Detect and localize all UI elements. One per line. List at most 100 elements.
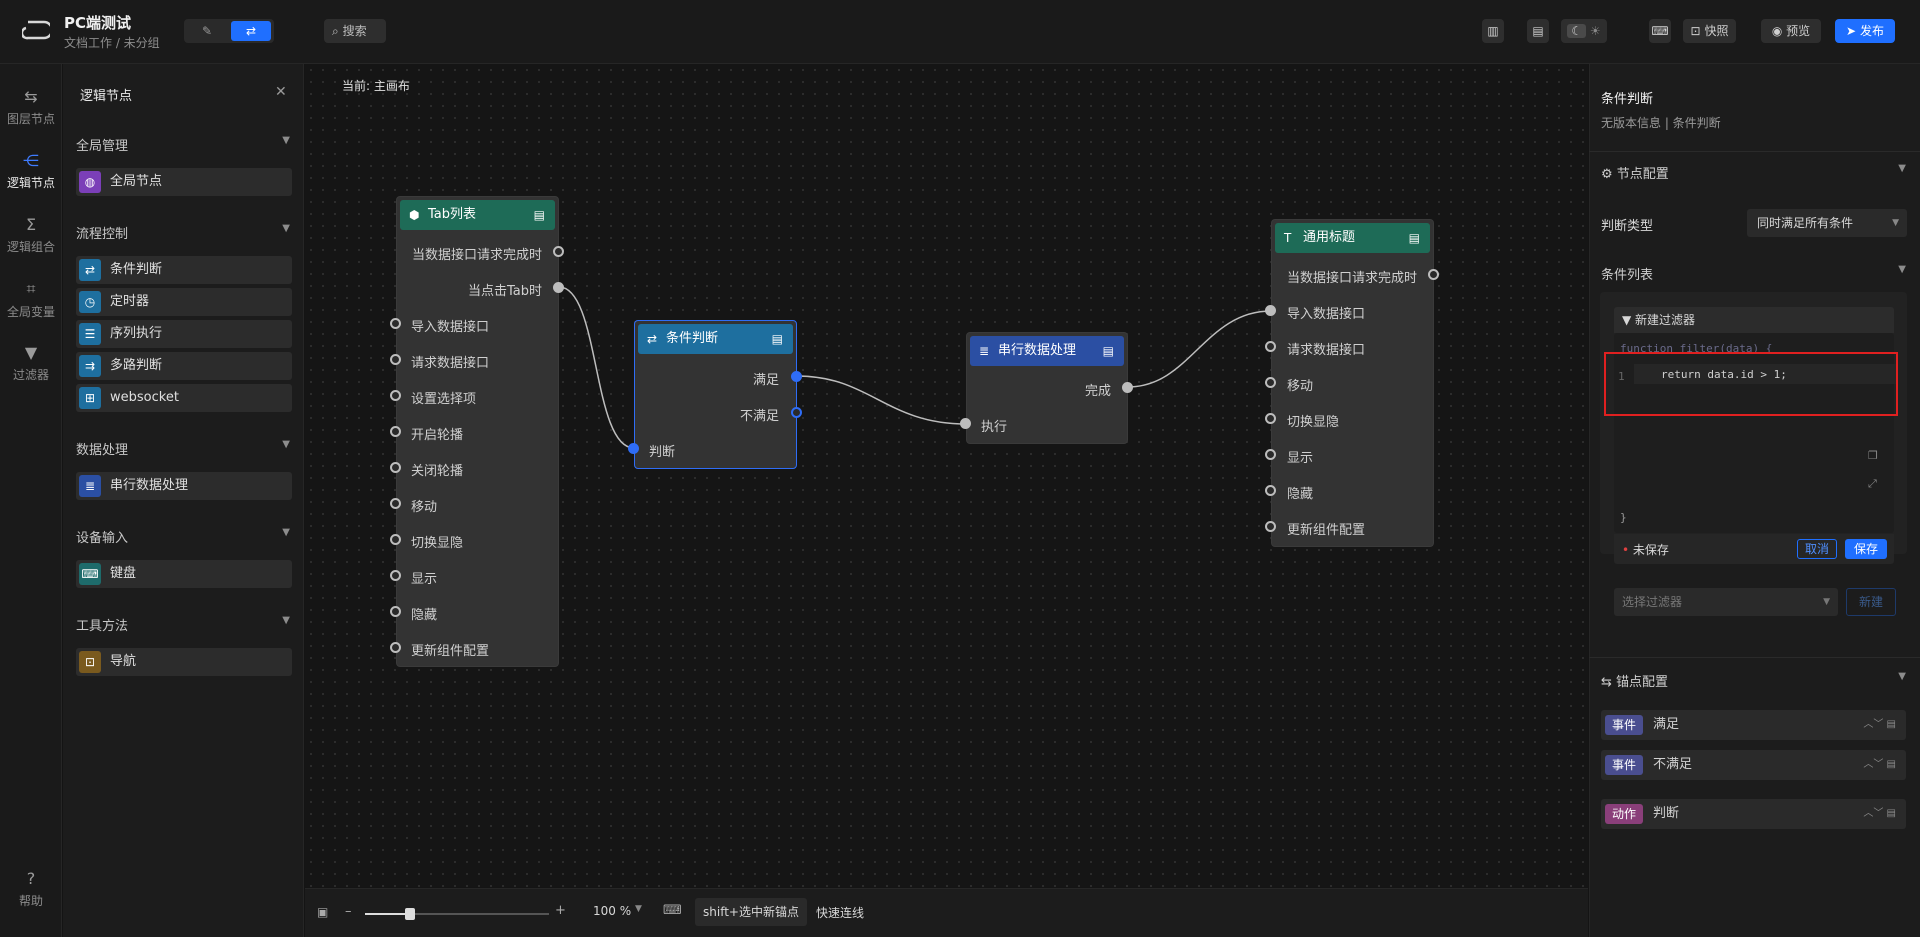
copy-icon[interactable]: ❐ xyxy=(1868,449,1878,462)
anchor-row[interactable]: 事件 不满足 ︿﹀ ▤ xyxy=(1601,750,1906,780)
save-button[interactable]: 保存 xyxy=(1845,539,1887,559)
input-port[interactable] xyxy=(1265,413,1276,424)
input-port[interactable] xyxy=(390,390,401,401)
node-title: 串行数据处理 xyxy=(998,343,1077,358)
document-icon[interactable]: ▤ xyxy=(533,208,545,222)
input-port[interactable] xyxy=(1265,521,1276,532)
palette-item-label: 键盘 xyxy=(110,566,137,581)
edit-mode-icon[interactable]: ✎ xyxy=(201,24,213,38)
section-condition-list[interactable]: 条件列表▼ xyxy=(1601,264,1906,283)
reorder-icon[interactable]: ︿﹀ ▤ xyxy=(1863,808,1896,819)
palette-item-label: 多路判断 xyxy=(110,358,163,373)
input-port[interactable] xyxy=(390,570,401,581)
palette-item-sequence[interactable]: ☰序列执行 xyxy=(76,320,292,348)
preview-button[interactable]: ◉ 预览 xyxy=(1761,19,1821,43)
cancel-button[interactable]: 取消 xyxy=(1797,539,1837,559)
port-label: 完成 xyxy=(1084,384,1111,399)
section-anchor-config[interactable]: ⇆ 锚点配置▼ xyxy=(1601,671,1906,690)
zoom-in-button[interactable]: + xyxy=(555,903,566,918)
rail-item-logic-nodes[interactable]: ⋲逻辑节点 xyxy=(0,151,62,191)
fullscreen-icon[interactable]: ⤢ xyxy=(1868,477,1877,490)
input-port[interactable] xyxy=(628,443,639,454)
palette-item-global-node[interactable]: ◍全局节点 xyxy=(76,168,292,196)
rail-item-filters[interactable]: ▼过滤器 xyxy=(0,343,62,383)
node-header[interactable]: ⇄ 条件判断 ▤ xyxy=(638,324,793,354)
node-title: 通用标题 xyxy=(1303,230,1356,245)
new-filter-button[interactable]: 新建 xyxy=(1846,588,1896,616)
output-port[interactable] xyxy=(553,282,564,293)
zoom-level[interactable]: 100 % xyxy=(593,904,632,918)
input-port[interactable] xyxy=(960,418,971,429)
anchor-row[interactable]: 动作 判断 ︿﹀ ▤ xyxy=(1601,799,1906,829)
minimap-icon[interactable]: ▣ xyxy=(317,905,329,919)
input-port[interactable] xyxy=(390,426,401,437)
chevron-down-icon[interactable]: ▼ xyxy=(635,904,642,914)
theme-toggle[interactable]: ☾ ☀ xyxy=(1561,19,1607,43)
zoom-slider-track[interactable] xyxy=(365,908,549,920)
rail-item-layer-nodes[interactable]: ⇆图层节点 xyxy=(0,87,62,127)
search-button[interactable]: ⌕ 搜索 xyxy=(324,19,386,43)
node-header[interactable]: ≣ 串行数据处理 ▤ xyxy=(970,336,1124,366)
zoom-out-button[interactable]: – xyxy=(345,904,352,919)
input-port[interactable] xyxy=(390,642,401,653)
document-icon[interactable]: ▤ xyxy=(1527,19,1549,43)
input-port[interactable] xyxy=(390,462,401,473)
input-port[interactable] xyxy=(390,606,401,617)
input-port[interactable] xyxy=(390,534,401,545)
node-condition[interactable]: ⇄ 条件判断 ▤ xyxy=(634,320,797,469)
reorder-icon[interactable]: ︿﹀ ▤ xyxy=(1863,719,1896,730)
category-input[interactable]: 设备输入▼ xyxy=(76,527,290,546)
app-logo-icon xyxy=(22,20,50,40)
input-port[interactable] xyxy=(390,498,401,509)
document-icon[interactable]: ▤ xyxy=(771,332,783,346)
logic-mode-icon[interactable]: ⇄ xyxy=(231,21,271,41)
reorder-icon[interactable]: ︿﹀ ▤ xyxy=(1863,759,1896,770)
anchor-row[interactable]: 事件 满足 ︿﹀ ▤ xyxy=(1601,710,1906,740)
document-icon[interactable]: ▤ xyxy=(1102,344,1114,358)
zoom-slider-handle[interactable] xyxy=(405,908,415,920)
palette-item-navigation[interactable]: ⊡导航 xyxy=(76,648,292,676)
category-tool[interactable]: 工具方法▼ xyxy=(76,615,290,634)
input-port[interactable] xyxy=(1265,485,1276,496)
input-port[interactable] xyxy=(390,318,401,329)
palette-item-condition[interactable]: ⇄条件判断 xyxy=(76,256,292,284)
section-node-config[interactable]: ⚙ 节点配置▼ xyxy=(1601,163,1906,182)
publish-button[interactable]: ➤ 发布 xyxy=(1835,19,1895,43)
palette-item-keyboard[interactable]: ⌨键盘 xyxy=(76,560,292,588)
rail-item-help[interactable]: ?帮助 xyxy=(0,869,62,909)
category-global[interactable]: 全局管理▼ xyxy=(76,135,290,154)
palette-item-serial-data[interactable]: ≣串行数据处理 xyxy=(76,472,292,500)
output-port[interactable] xyxy=(553,246,564,257)
select-filter-dropdown[interactable]: 选择过滤器 ▼ xyxy=(1614,588,1838,616)
keyboard-icon[interactable]: ⌨ xyxy=(663,903,682,918)
node-generic-title[interactable]: T 通用标题 ▤ xyxy=(1271,219,1434,547)
keyboard-icon[interactable]: ⌨ xyxy=(1649,19,1671,43)
document-icon[interactable]: ▤ xyxy=(1408,231,1420,245)
output-port[interactable] xyxy=(791,407,802,418)
input-port[interactable] xyxy=(390,354,401,365)
node-header[interactable]: T 通用标题 ▤ xyxy=(1275,223,1430,253)
category-data[interactable]: 数据处理▼ xyxy=(76,439,290,458)
output-port[interactable] xyxy=(791,371,802,382)
input-port[interactable] xyxy=(1265,305,1276,316)
close-icon[interactable]: ✕ xyxy=(275,84,287,100)
node-tab-list[interactable]: ⬢ Tab列表 ▤ xyxy=(396,196,559,667)
input-port[interactable] xyxy=(1265,377,1276,388)
snapshot-button[interactable]: ⊡ 快照 xyxy=(1683,19,1736,43)
rail-item-global-vars[interactable]: ⌗全局变量 xyxy=(0,279,62,320)
node-serial-data[interactable]: ≣ 串行数据处理 ▤ xyxy=(966,332,1128,444)
output-port[interactable] xyxy=(1428,269,1439,280)
output-port[interactable] xyxy=(1122,382,1133,393)
mode-toggle: ✎ ⇄ xyxy=(184,19,274,43)
palette-item-multi-branch[interactable]: ⇉多路判断 xyxy=(76,352,292,380)
judge-type-select[interactable]: 同时满足所有条件 ▼ xyxy=(1747,209,1907,237)
palette-item-websocket[interactable]: ⊞websocket xyxy=(76,384,292,412)
category-flow[interactable]: 流程控制▼ xyxy=(76,223,290,242)
input-port[interactable] xyxy=(1265,449,1276,460)
layout-icon[interactable]: ▥ xyxy=(1482,19,1504,43)
port-label: 更新组件配置 xyxy=(411,644,490,659)
node-header[interactable]: ⬢ Tab列表 ▤ xyxy=(400,200,555,230)
input-port[interactable] xyxy=(1265,341,1276,352)
palette-item-timer[interactable]: ◷定时器 xyxy=(76,288,292,316)
